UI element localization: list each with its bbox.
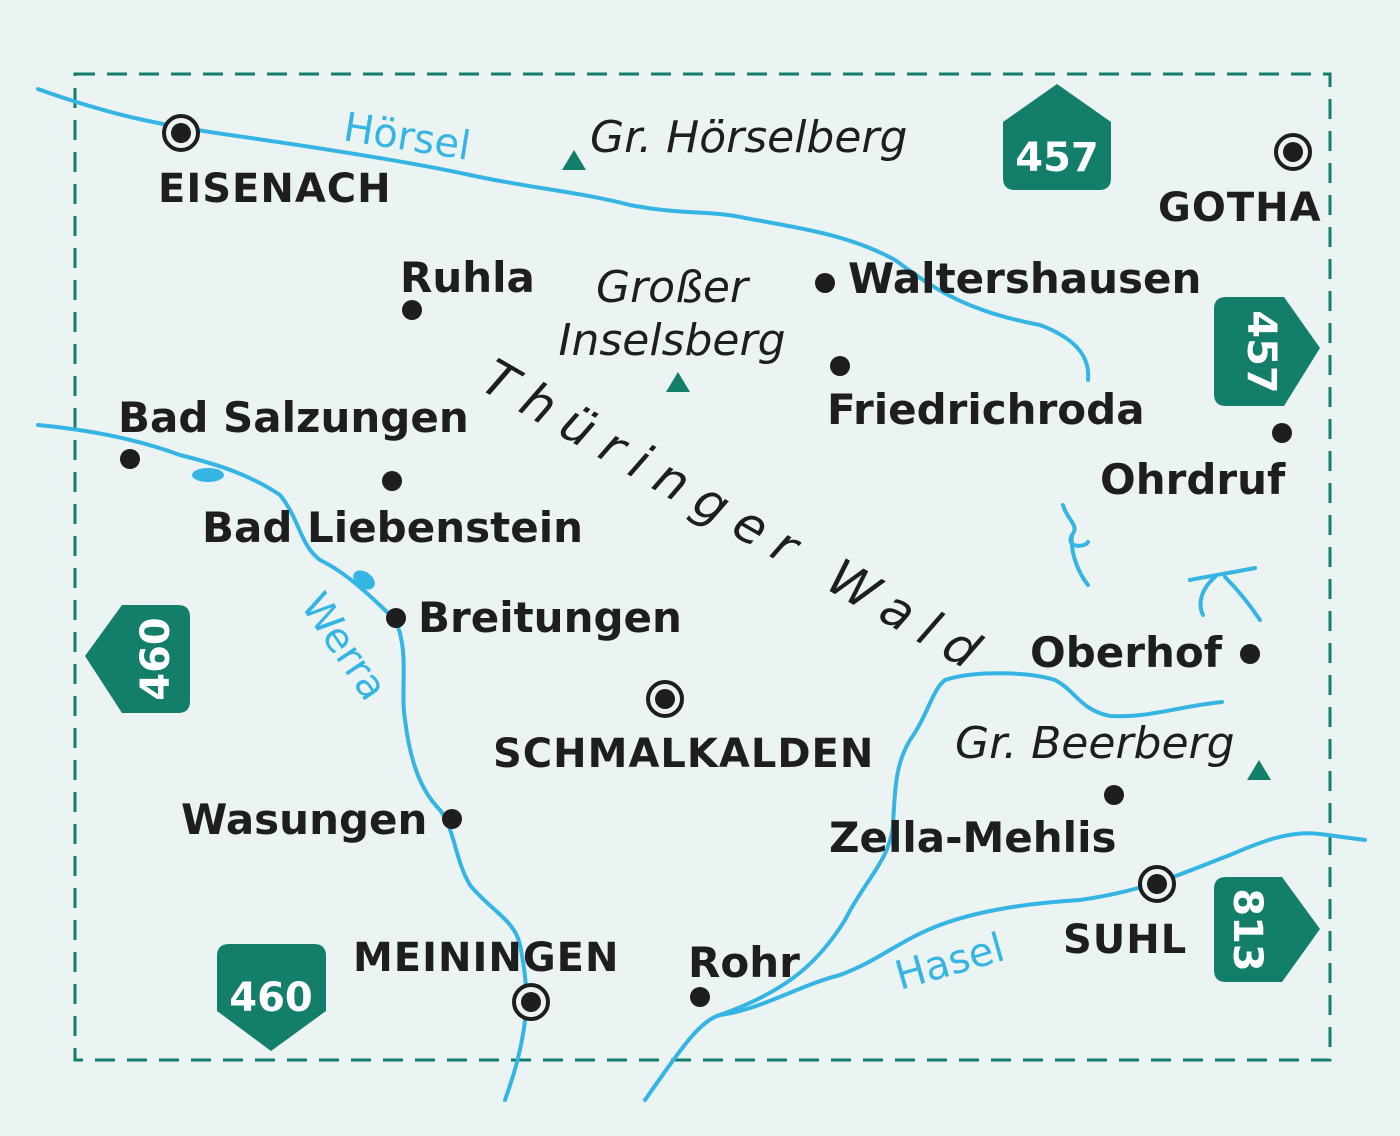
- river-label-hoersel: Hörsel: [340, 104, 473, 169]
- arrow-shield-icon-east: [1214, 297, 1320, 406]
- town-ohrdruf: Ohrdruf: [1100, 455, 1286, 504]
- lake-1: [192, 468, 224, 482]
- city-suhl: SUHL: [1063, 917, 1187, 963]
- city-eisenach: EISENACH: [158, 166, 392, 212]
- city-schmalkalden: SCHMALKALDEN: [493, 731, 874, 777]
- town-bad-liebenstein: Bad Liebenstein: [202, 503, 583, 552]
- town-friedrichroda: Friedrichroda: [827, 385, 1145, 434]
- map-frame: [73, 72, 1332, 1062]
- town-ruhla: Ruhla: [400, 253, 535, 302]
- arrow-shield-icon-south: [217, 944, 326, 1051]
- peak-inselsberg-line2: Inselsberg: [558, 315, 785, 366]
- town-waltershausen: Waltershausen: [848, 254, 1201, 303]
- town-oberhof: Oberhof: [1030, 628, 1223, 677]
- arrow-shield-icon-west: [85, 605, 190, 713]
- peak-hoerselberg: Gr. Hörselberg: [590, 112, 907, 163]
- sheet-southeast[interactable]: 813: [1224, 888, 1270, 972]
- dot-icon: [690, 987, 710, 1007]
- river-schwarza: [718, 671, 1224, 1017]
- river-gera: [1188, 566, 1262, 622]
- town-zella-mehlis: Zella-Mehlis: [829, 813, 1116, 862]
- sheet-south[interactable]: 460: [229, 975, 313, 1021]
- dot-icon: [815, 273, 835, 293]
- river-ohra: [1061, 503, 1090, 587]
- town-bad-salzungen: Bad Salzungen: [118, 393, 469, 442]
- city-meiningen: MEININGEN: [353, 935, 619, 981]
- river-werra: [36, 423, 529, 1102]
- dot-icon: [120, 449, 140, 469]
- town-wasungen: Wasungen: [181, 795, 427, 844]
- city-gotha: GOTHA: [1158, 185, 1322, 231]
- triangle-icon: [562, 150, 586, 170]
- town-rohr: Rohr: [688, 938, 800, 987]
- triangle-icon: [666, 372, 690, 392]
- peak-beerberg: Gr. Beerberg: [955, 718, 1235, 769]
- sheet-west[interactable]: 460: [133, 617, 179, 701]
- lake-2: [353, 570, 375, 590]
- dot-icon: [382, 471, 402, 491]
- dot-icon: [386, 608, 406, 628]
- triangle-icon: [1247, 760, 1271, 780]
- dot-icon: [1240, 644, 1260, 664]
- dot-icon: [1104, 785, 1124, 805]
- arrow-shield-icon-north: [1003, 84, 1111, 190]
- dot-icon: [1272, 423, 1292, 443]
- dot-icon: [830, 356, 850, 376]
- river-label-hasel: Hasel: [890, 925, 1010, 1000]
- sheet-east[interactable]: 457: [1238, 310, 1284, 394]
- dot-icon: [442, 809, 462, 829]
- dot-icon: [402, 300, 422, 320]
- arrow-shield-icon-southeast: [1214, 877, 1320, 982]
- river-hoersel: [36, 87, 1091, 382]
- sheet-north[interactable]: 457: [1015, 135, 1099, 181]
- peak-inselsberg-line1: Großer: [596, 262, 751, 313]
- town-breitungen: Breitungen: [418, 593, 682, 642]
